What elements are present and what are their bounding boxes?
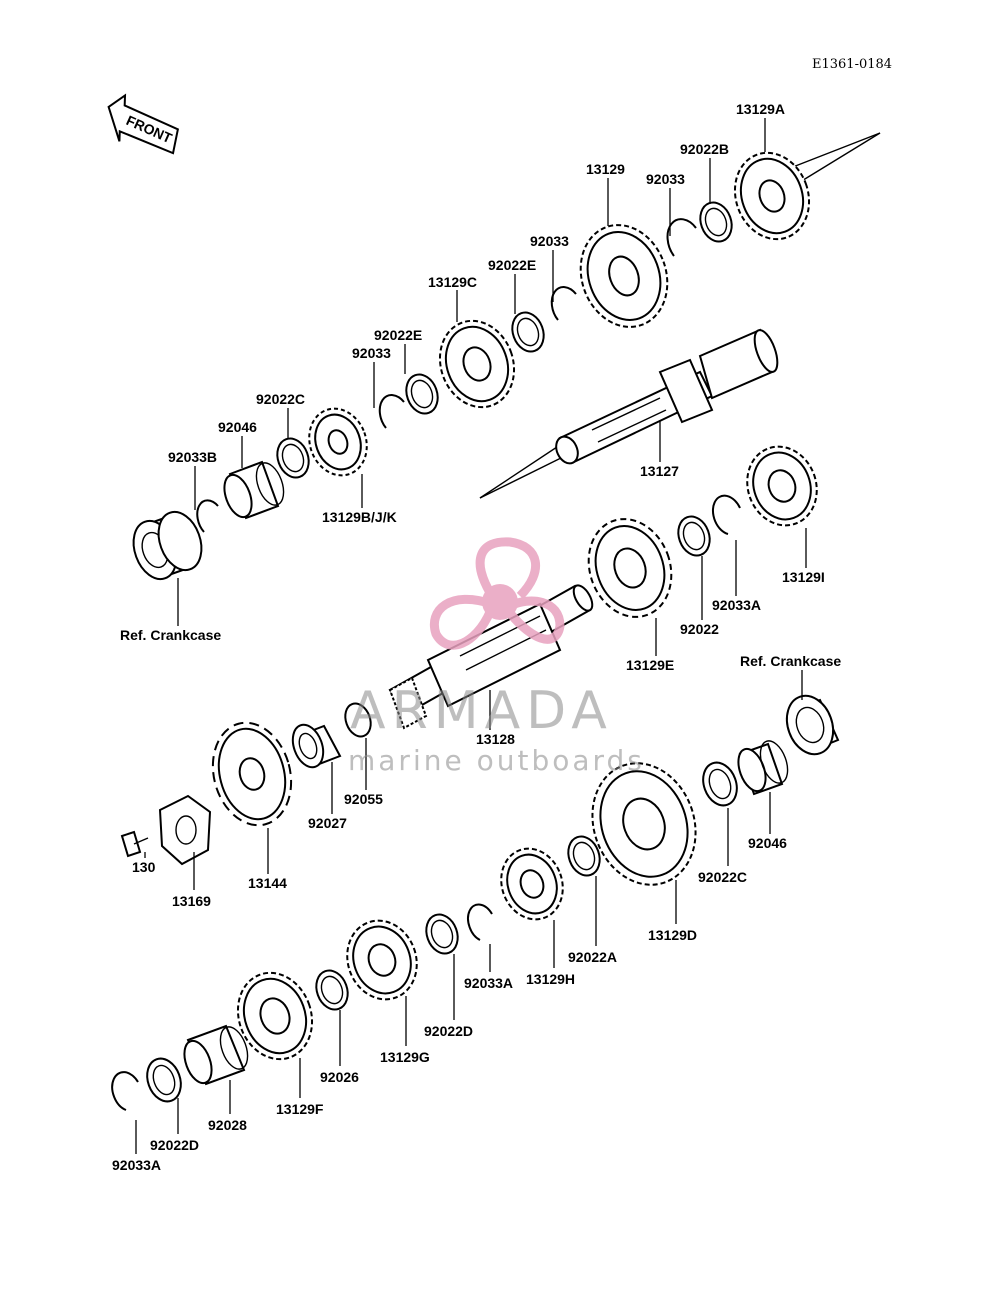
needle-bearing-92046-top: [223, 460, 285, 520]
sprocket-13144: [211, 721, 293, 827]
label-92022C-top: 92022C: [256, 391, 305, 407]
label-ref-crankcase-left: Ref. Crankcase: [120, 627, 221, 643]
label-13127: 13127: [640, 463, 679, 479]
washer-92022E-b: [405, 373, 439, 415]
label-13129BJK: 13129B/J/K: [322, 509, 397, 525]
gear-13129I: [746, 445, 818, 527]
watermark-title: ARMADA: [350, 681, 613, 741]
gear-13129F: [236, 971, 314, 1061]
label-92046-bottom: 92046: [748, 835, 787, 851]
label-92022D-low: 92022D: [150, 1137, 199, 1153]
bushing-92028: [183, 1024, 249, 1086]
label-92033-b: 92033: [530, 233, 569, 249]
washer-92022C-bottom: [702, 761, 738, 807]
label-92022C-bottom: 92022C: [698, 869, 747, 885]
washer-92022E-a: [511, 311, 545, 353]
washer-92022: [677, 515, 711, 557]
label-92033-c: 92033: [352, 345, 391, 361]
label-13129F: 13129F: [276, 1101, 324, 1117]
front-arrow-icon: FRONT: [107, 93, 180, 155]
washer-92022B: [699, 201, 733, 243]
label-92022E-a: 92022E: [488, 257, 536, 273]
output-shaft-13127: [479, 132, 881, 499]
label-92022D-mid: 92022D: [424, 1023, 473, 1039]
crankcase-bearing-left: [132, 510, 203, 581]
washer-92022A: [567, 835, 601, 877]
oring-92055: [344, 702, 372, 738]
label-92022B: 92022B: [680, 141, 729, 157]
propeller-logo-icon: [429, 537, 565, 650]
diagram-code: E1361-0184: [812, 57, 892, 72]
watermark: ARMADA marine outboards: [348, 537, 645, 777]
watermark-subtitle: marine outboards: [348, 744, 645, 777]
label-92026: 92026: [320, 1069, 359, 1085]
label-92028: 92028: [208, 1117, 247, 1133]
label-13129I: 13129I: [782, 569, 825, 585]
label-13129A: 13129A: [736, 101, 785, 117]
gear-13129BJK: [308, 407, 368, 477]
label-13129H: 13129H: [526, 971, 575, 987]
circlip-92033A-mid: [711, 494, 741, 535]
gear-13129A: [733, 151, 811, 241]
label-92022: 92022: [680, 621, 719, 637]
label-13129E: 13129E: [626, 657, 674, 673]
washer-92022D-mid: [425, 913, 459, 955]
label-92033-a: 92033: [646, 171, 685, 187]
bolt-130: [120, 830, 149, 858]
label-13128: 13128: [476, 731, 515, 747]
circlip-92033B: [196, 499, 219, 533]
label-92022E-b: 92022E: [374, 327, 422, 343]
label-13129C: 13129C: [428, 274, 477, 290]
label-92027: 92027: [308, 815, 347, 831]
label-92022A: 92022A: [568, 949, 617, 965]
label-92033A-low: 92033A: [464, 975, 513, 991]
circlip-92033A-low: [467, 903, 493, 941]
label-130: 130: [132, 859, 156, 875]
gear-13129H: [500, 847, 564, 921]
leader-lines: [135, 118, 807, 1154]
label-92033A-mid: 92033A: [712, 597, 761, 613]
label-13129G: 13129G: [380, 1049, 430, 1065]
gear-13129G: [346, 919, 418, 1001]
label-ref-crankcase-right: Ref. Crankcase: [740, 653, 841, 669]
needle-bearing-92046-bottom: [737, 740, 789, 796]
label-92055: 92055: [344, 791, 383, 807]
label-13144: 13144: [248, 875, 287, 891]
washer-92022D-low: [146, 1057, 182, 1103]
circlip-92033A-bottom: [111, 1071, 139, 1111]
gear-13129: [579, 224, 669, 328]
washer-92022C-top: [276, 437, 310, 479]
gear-13129E: [587, 518, 673, 618]
plate-13169: [158, 794, 212, 866]
label-92033A-bottom: 92033A: [112, 1157, 161, 1173]
collar-92027: [291, 723, 342, 769]
label-13129: 13129: [586, 161, 625, 177]
gear-13129D: [591, 762, 697, 886]
crankcase-bearing-right: [785, 694, 840, 756]
circlip-92033-a: [666, 218, 697, 257]
label-92033B: 92033B: [168, 449, 217, 465]
washer-92026: [315, 969, 349, 1011]
label-13129D: 13129D: [648, 927, 697, 943]
label-92046-top: 92046: [218, 419, 257, 435]
circlip-92033-c: [378, 394, 405, 429]
part-labels: 13129A 92022B 13129 92033 92033 92022E 1…: [112, 101, 841, 1173]
circlip-92033-b: [550, 286, 577, 321]
gear-13129C: [438, 319, 516, 409]
label-13169: 13169: [172, 893, 211, 909]
